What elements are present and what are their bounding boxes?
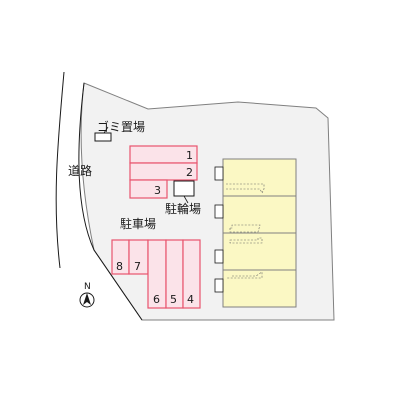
bicycle-box (173, 180, 195, 197)
door (214, 166, 224, 181)
parking-slot-label: 1 (186, 149, 193, 162)
north-label: N (84, 282, 91, 292)
parking-slot-label: 2 (186, 166, 193, 179)
parking-label: 駐車場 (120, 217, 157, 231)
parking-lower (111, 239, 201, 309)
parking-slot-label: 7 (134, 260, 141, 273)
road-edge-left (55, 71, 65, 269)
unit-interior-outline (229, 237, 263, 244)
parking-slot-label: 5 (170, 293, 177, 306)
garbage-box (94, 132, 112, 142)
garbage-leader (103, 126, 109, 134)
bicycle-leader (183, 195, 189, 204)
unit-interior-outline (226, 271, 263, 279)
door (214, 249, 224, 264)
parking-slot-label: 3 (154, 184, 161, 197)
unit-interior-outline (229, 224, 261, 233)
north-arrow (79, 292, 95, 308)
unit-interior-outline (226, 183, 265, 194)
parking-slot-3 (129, 179, 168, 199)
road-label: 道路 (68, 164, 93, 178)
compass-needle (83, 293, 91, 305)
building (214, 158, 297, 308)
parking-slot-label: 6 (153, 293, 160, 306)
garbage-label: ゴミ置場 (97, 120, 146, 134)
parking-slot-label: 4 (187, 293, 194, 306)
door (214, 204, 224, 219)
parking-slot-4 (182, 239, 201, 309)
parking-upper (129, 145, 198, 199)
door (214, 278, 224, 293)
parking-slot-label: 8 (116, 260, 123, 273)
road-edge-right (78, 82, 143, 321)
bicycle-label: 駐輪場 (165, 202, 202, 216)
